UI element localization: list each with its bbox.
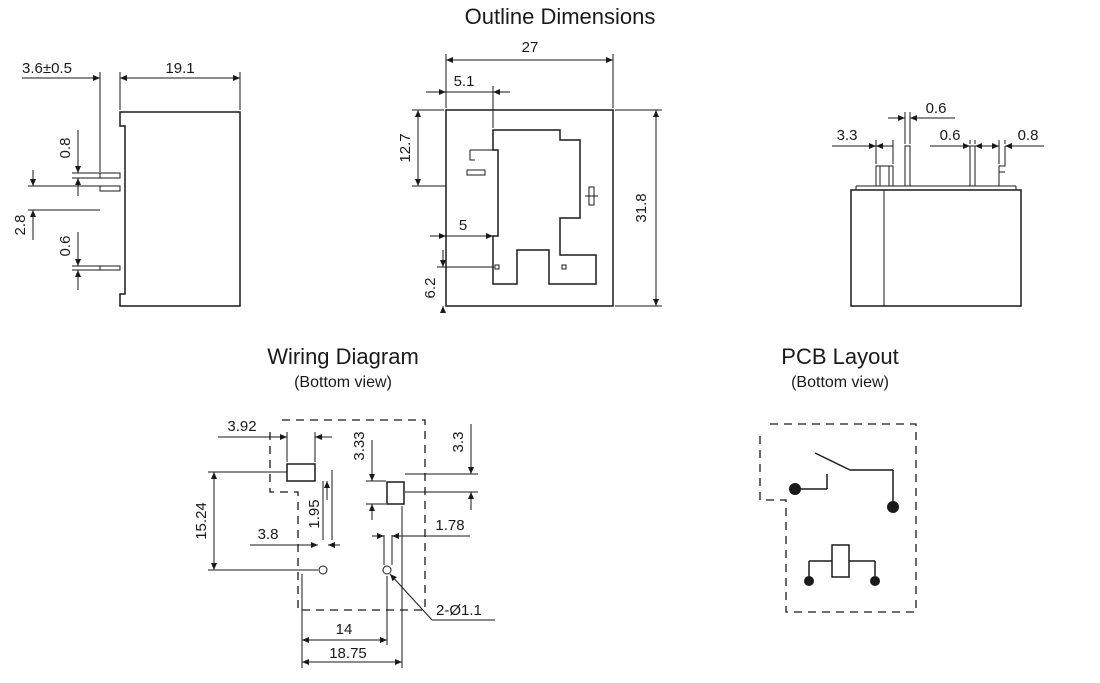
pcb-coil-pin-a bbox=[804, 576, 814, 586]
dim-end-pin-w1: 0.6 bbox=[926, 100, 947, 117]
dim-wiring-195: 1.95 bbox=[306, 499, 323, 528]
front-marker-a bbox=[466, 169, 486, 176]
wiring-diagram-subtitle: (Bottom view) bbox=[294, 374, 392, 391]
pcb-coil-pin-b bbox=[870, 576, 880, 586]
dim-wiring-33: 3.3 bbox=[450, 432, 467, 453]
wiring-hole-a bbox=[318, 565, 328, 575]
end-pin-3 bbox=[969, 145, 976, 187]
dim-wiring-333: 3.33 bbox=[351, 431, 368, 460]
dim-side-pin-b: 0.6 bbox=[57, 236, 74, 257]
pcb-layout-subtitle: (Bottom view) bbox=[791, 374, 889, 391]
pcb-dashed-outline bbox=[759, 423, 917, 613]
pcb-contact-no bbox=[887, 501, 899, 513]
side-view-body bbox=[119, 111, 241, 307]
dim-front-height: 31.8 bbox=[633, 193, 650, 222]
side-pin-lower bbox=[99, 265, 121, 271]
dim-front-bottom: 6.2 bbox=[422, 278, 439, 299]
dim-front-left: 5 bbox=[459, 217, 467, 234]
end-pin-4 bbox=[998, 146, 1006, 186]
dim-wiring-holes: 2-Ø1.1 bbox=[436, 602, 482, 619]
wiring-hole-b bbox=[382, 565, 392, 575]
dim-wiring-1875: 18.75 bbox=[329, 645, 367, 662]
dim-wiring-38: 3.8 bbox=[258, 526, 279, 543]
dim-front-height-a: 12.7 bbox=[397, 133, 414, 162]
wiring-pad-b bbox=[386, 481, 405, 505]
dim-wiring-1524: 15.24 bbox=[193, 502, 210, 540]
dim-wiring-14: 14 bbox=[336, 621, 353, 638]
wiring-pad-a bbox=[286, 463, 316, 482]
pcb-layout bbox=[759, 423, 917, 613]
side-pin-upper-a bbox=[99, 172, 121, 179]
dim-side-pin-a: 0.8 bbox=[57, 138, 74, 159]
pcb-contact-com bbox=[789, 483, 801, 495]
dim-end-pin-gap: 3.3 bbox=[837, 127, 858, 144]
front-view-body bbox=[445, 109, 614, 307]
dim-front-top-offset: 5.1 bbox=[454, 73, 475, 90]
dim-side-depth: 19.1 bbox=[165, 60, 194, 77]
dim-front-width: 27 bbox=[522, 39, 539, 56]
dim-wiring-178: 1.78 bbox=[435, 517, 464, 534]
dim-side-pitch: 2.8 bbox=[12, 215, 29, 236]
front-view: 27 5.1 12.7 31.8 5 6.2 bbox=[397, 39, 662, 313]
dim-end-pin-w3: 0.8 bbox=[1018, 127, 1039, 144]
end-pin-1 bbox=[875, 165, 894, 186]
wiring-diagram-title: Wiring Diagram bbox=[267, 344, 419, 369]
pcb-coil bbox=[831, 544, 850, 578]
side-view: 3.6±0.5 19.1 0.8 2.8 0.6 bbox=[12, 60, 241, 307]
end-view: 3.3 0.6 0.6 0.8 bbox=[832, 100, 1044, 307]
side-pin-upper-b bbox=[99, 185, 121, 192]
front-inner-contour bbox=[492, 129, 597, 285]
dim-wiring-392: 3.92 bbox=[227, 418, 256, 435]
outline-dimensions-title: Outline Dimensions bbox=[465, 4, 656, 29]
dim-side-offset: 3.6±0.5 bbox=[22, 60, 72, 77]
pcb-layout-title: PCB Layout bbox=[781, 344, 898, 369]
end-view-body bbox=[850, 189, 1022, 307]
end-pin-2 bbox=[904, 145, 911, 187]
wiring-diagram: 3.92 3.33 3.3 15.24 1.95 3.8 1.78 bbox=[193, 418, 495, 668]
dim-end-pin-w2: 0.6 bbox=[940, 127, 961, 144]
pcb-switch-arm bbox=[814, 452, 851, 471]
wiring-dashed-outline bbox=[269, 419, 426, 611]
